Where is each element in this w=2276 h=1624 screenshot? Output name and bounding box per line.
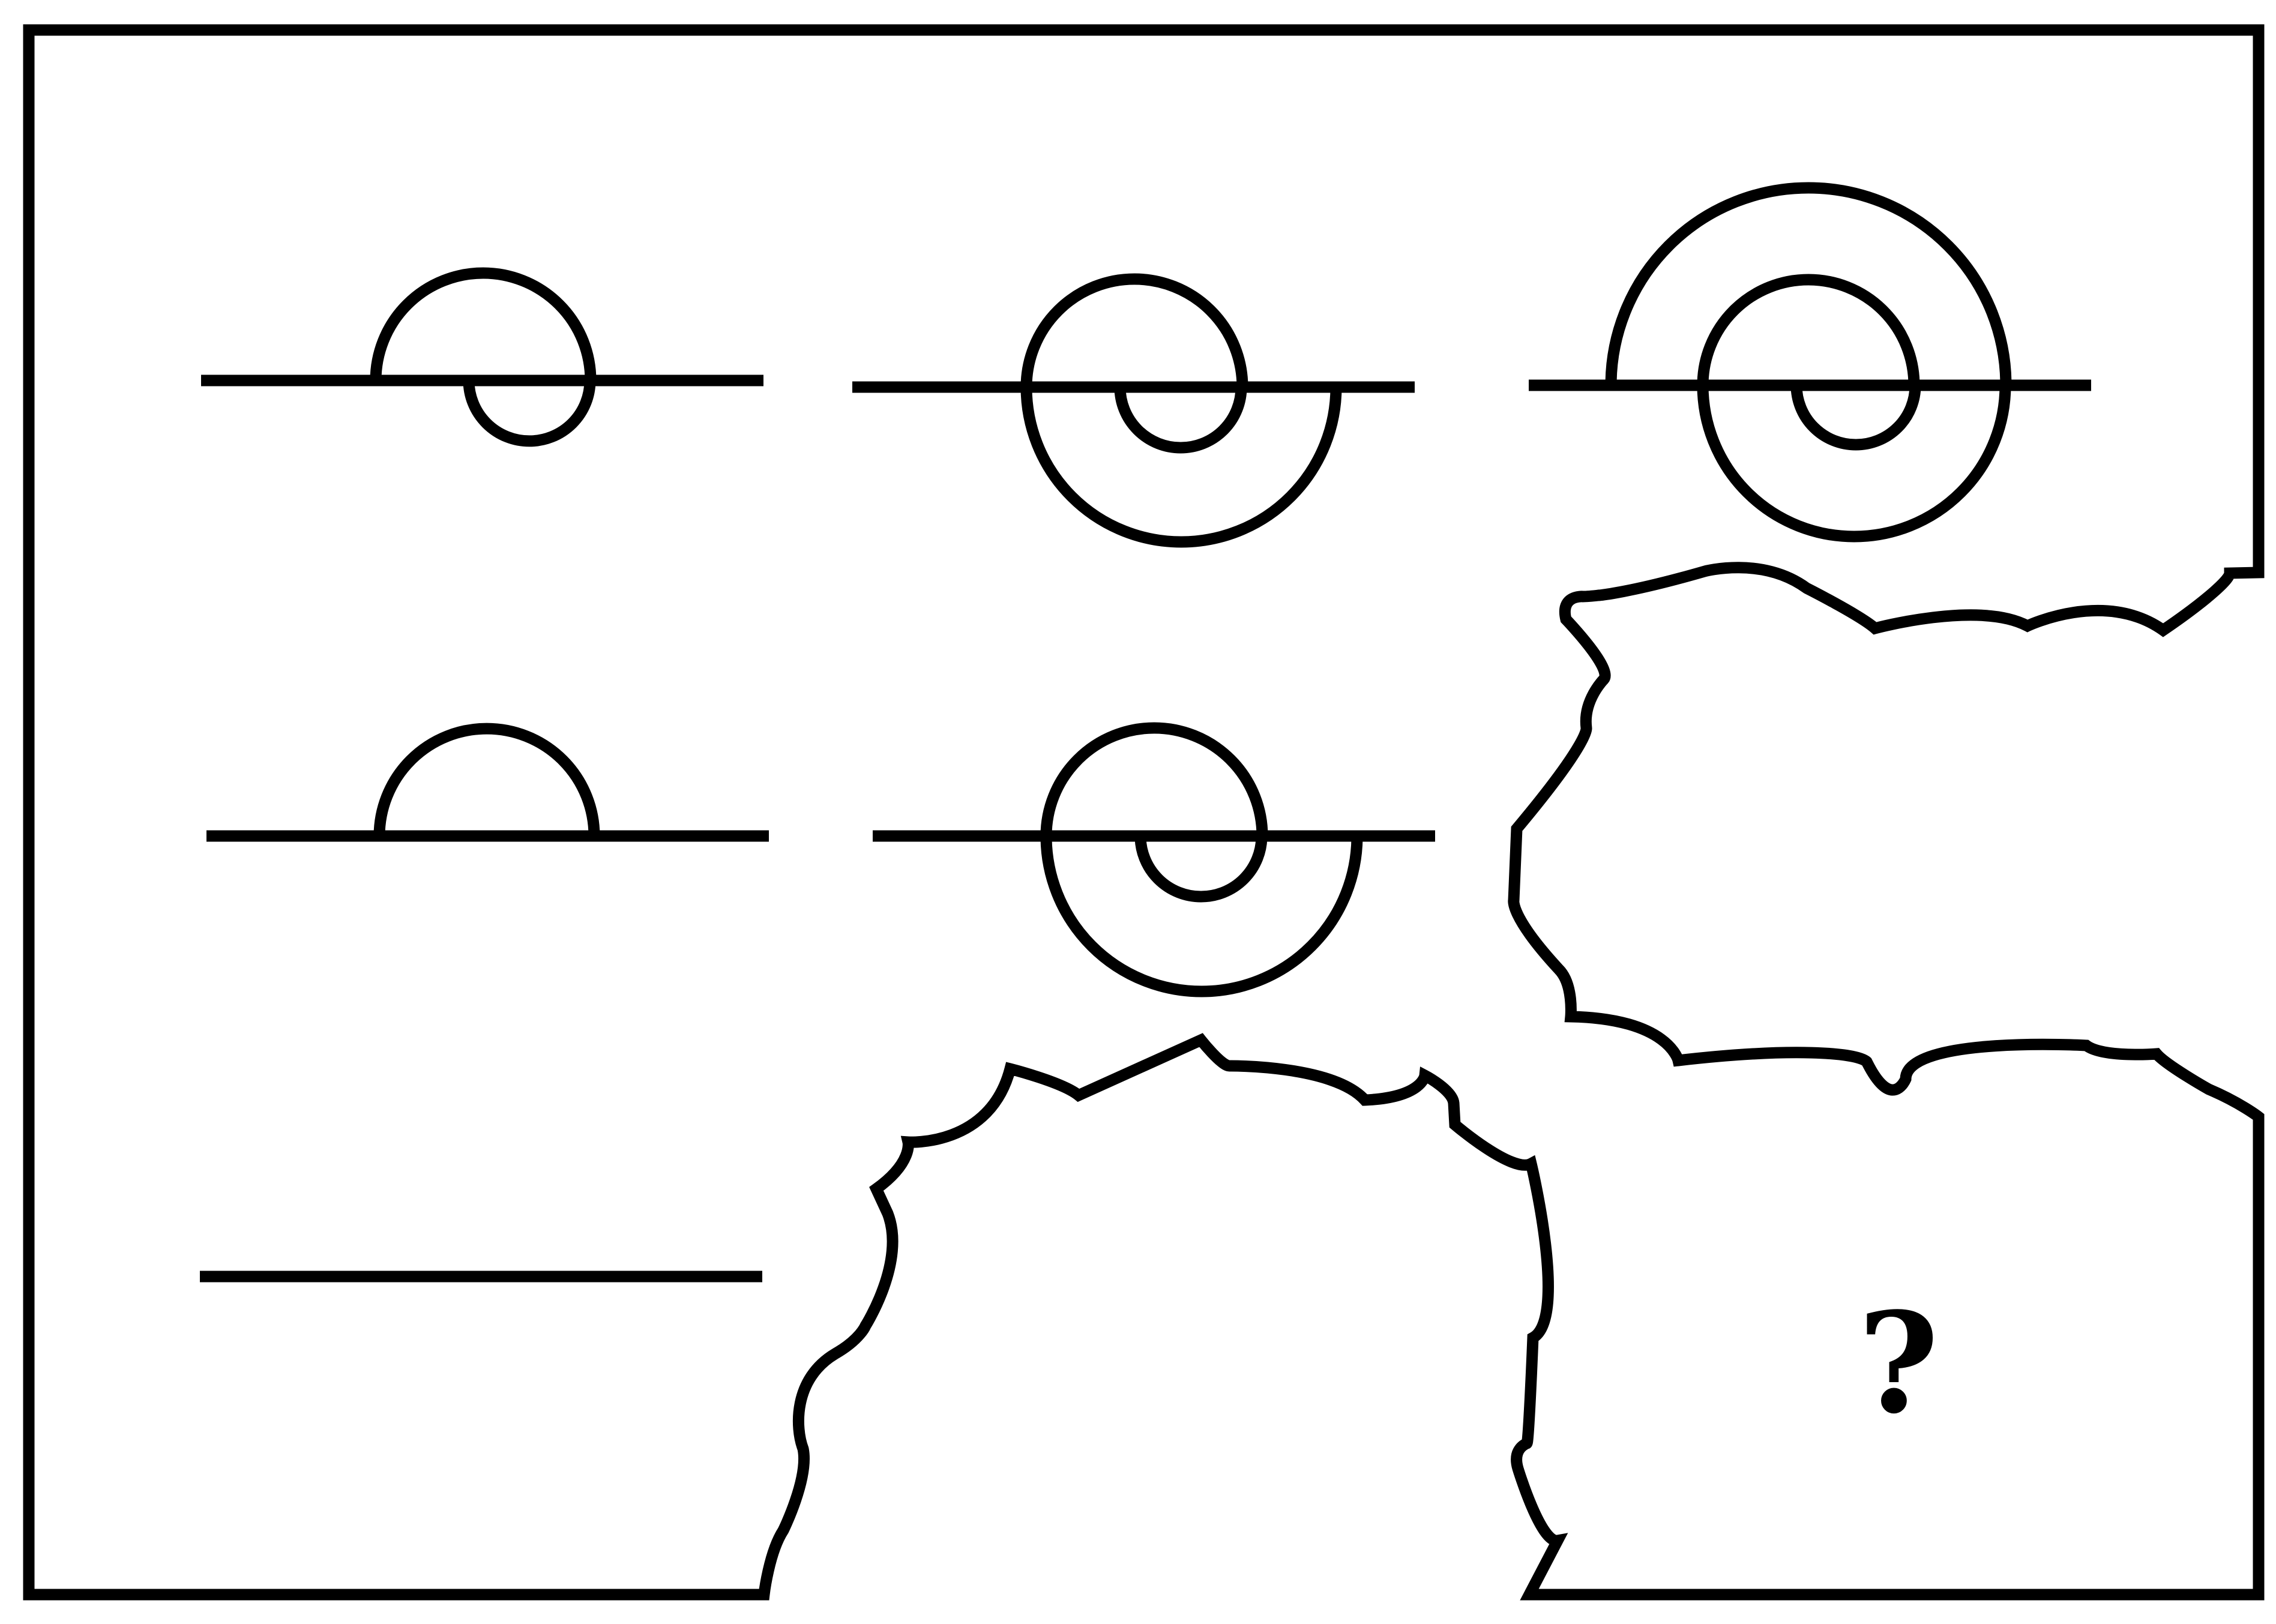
figure-row2-col2 <box>873 722 1435 997</box>
lower-semicircle-small <box>463 380 596 447</box>
question-mark: ? <box>1858 1283 1939 1445</box>
upper-semicircle-medium <box>1020 273 1248 388</box>
figure-row2-col1 <box>206 723 769 842</box>
lower-semicircle-large <box>1040 835 1363 997</box>
figure-row1-col3 <box>1529 182 2091 543</box>
puzzle-frame-torn-border <box>23 24 2265 1601</box>
upper-semicircle-large <box>370 267 597 381</box>
lower-semicircle-small <box>1790 385 1921 451</box>
upper-semicircle-xlarge <box>1605 182 2012 386</box>
figure-row1-col1 <box>201 267 763 447</box>
lower-semicircle-large <box>1697 385 2011 543</box>
lower-semicircle-small <box>1134 835 1268 903</box>
upper-semicircle-medium <box>1697 274 1920 386</box>
figure-row1-col2 <box>852 273 1415 548</box>
upper-semicircle-medium <box>1040 722 1268 837</box>
lower-semicircle-large <box>1020 386 1342 548</box>
upper-semicircle-large <box>373 723 600 837</box>
lower-semicircle-small <box>1114 386 1247 454</box>
